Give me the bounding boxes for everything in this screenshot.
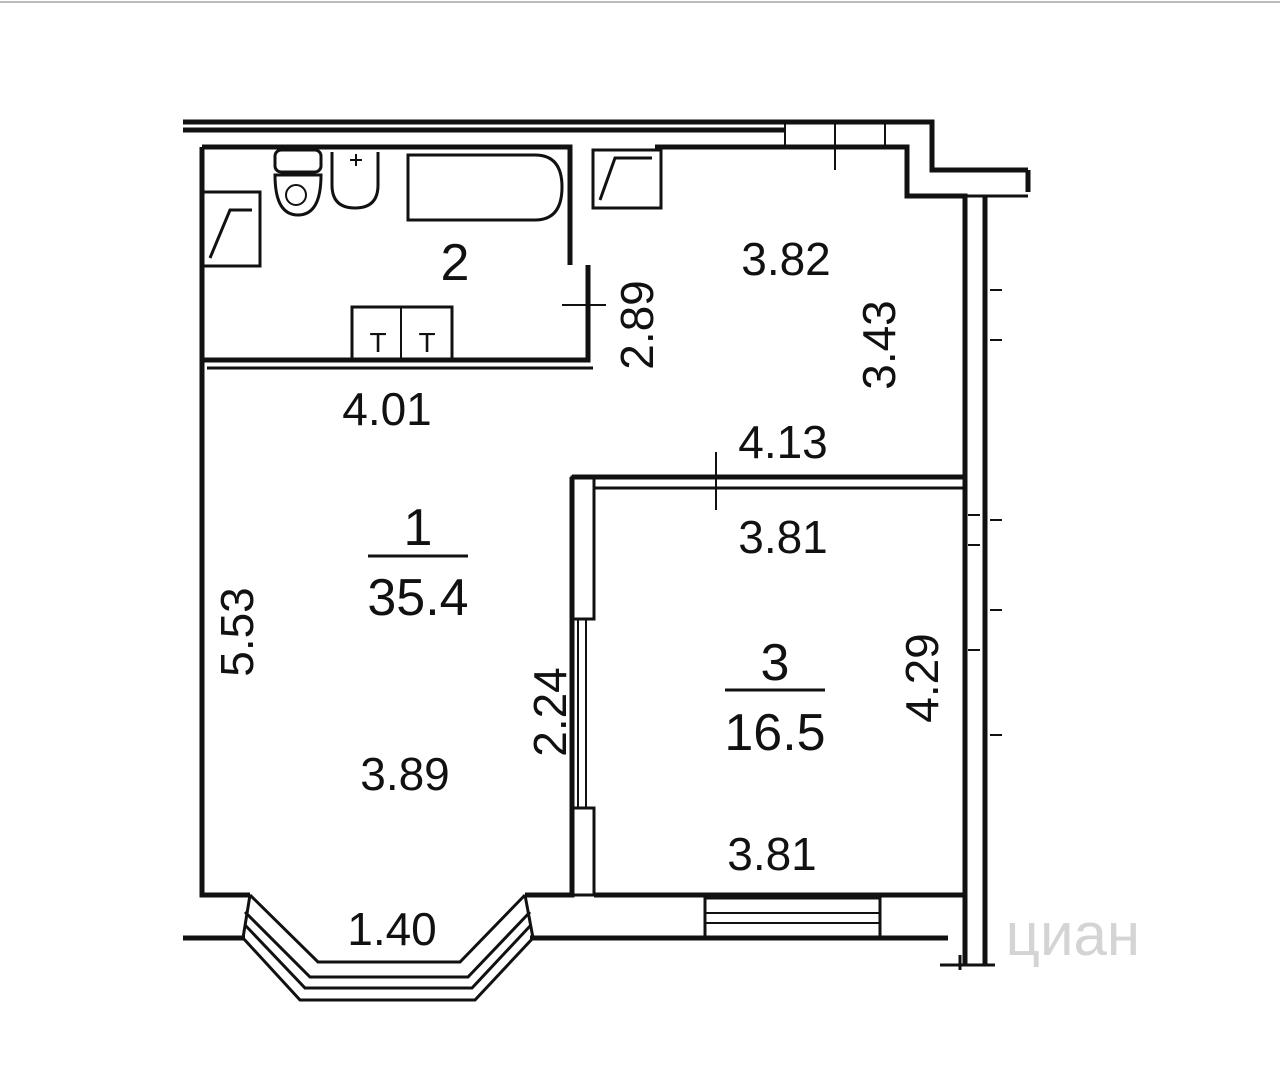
watermark-text: циан bbox=[1006, 901, 1140, 968]
window-room3 bbox=[703, 896, 882, 940]
vent-grille bbox=[784, 122, 886, 170]
sink-tap-left: T bbox=[369, 327, 386, 358]
dim-room3-bottom: 3.81 bbox=[727, 828, 817, 880]
right-wall-ticks bbox=[968, 289, 1002, 736]
room3-partition bbox=[570, 452, 965, 898]
dim-room3-height: 4.29 bbox=[896, 633, 948, 723]
room-2-number: 2 bbox=[441, 234, 470, 292]
dim-kitchen-width: 3.82 bbox=[741, 233, 831, 285]
bathtub-icon bbox=[406, 153, 564, 222]
bathroom-partition bbox=[202, 265, 606, 370]
dim-room3-top: 3.81 bbox=[738, 511, 828, 563]
room-3-area: 16.5 bbox=[724, 704, 825, 762]
dim-room1-left: 5.53 bbox=[211, 587, 263, 677]
toilet-icon bbox=[273, 148, 323, 217]
dim-kitchen-bottom: 4.13 bbox=[738, 416, 828, 468]
bidet-icon bbox=[330, 152, 380, 210]
outer-walls bbox=[183, 119, 1031, 970]
dim-kitchen-height: 3.43 bbox=[853, 300, 905, 390]
dim-room1-top: 4.01 bbox=[342, 383, 432, 435]
dim-bath-height: 2.89 bbox=[611, 280, 663, 370]
dim-opening-width: 2.24 bbox=[524, 667, 576, 757]
shower-icon bbox=[200, 190, 262, 268]
room-3-number: 3 bbox=[761, 634, 790, 692]
sink-tap-right: T bbox=[418, 327, 435, 358]
bay-window bbox=[241, 893, 535, 1002]
sink-icon: T T bbox=[350, 305, 454, 362]
room-1-number: 1 bbox=[404, 499, 433, 557]
dim-room1-bottom: 3.89 bbox=[360, 748, 450, 800]
dim-bay-window: 1.40 bbox=[347, 903, 437, 955]
kitchen-cabinet-icon bbox=[591, 148, 663, 210]
room-1-area: 35.4 bbox=[367, 569, 468, 627]
